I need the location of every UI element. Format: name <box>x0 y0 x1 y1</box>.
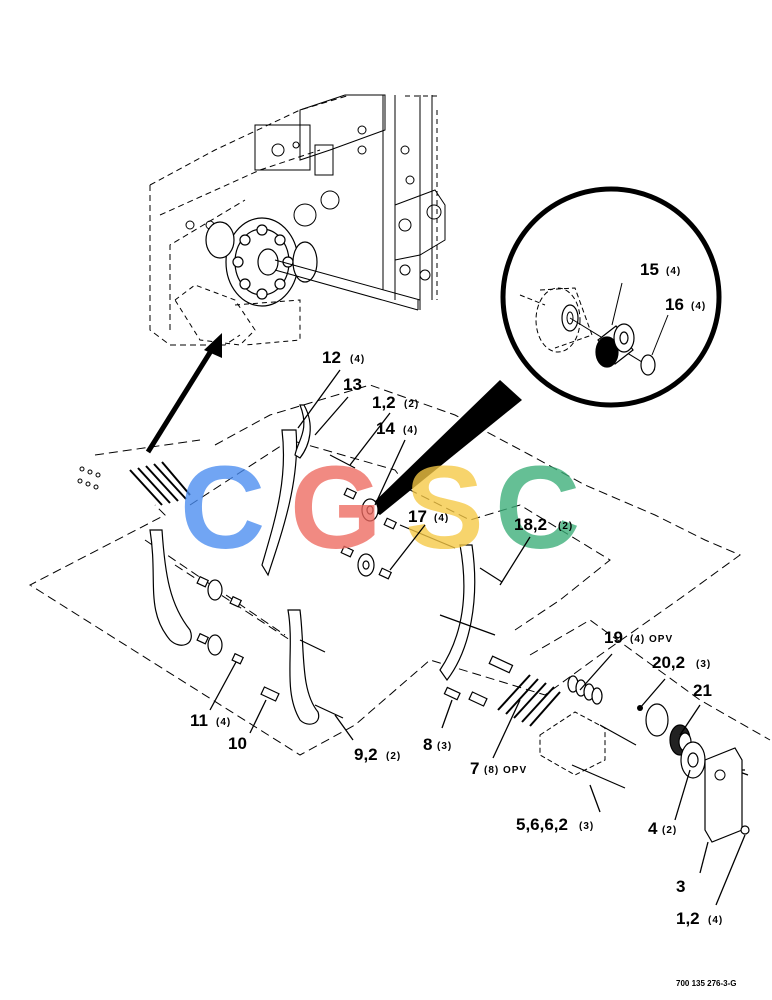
callout-7-number: 7 <box>470 759 479 778</box>
callout-20-2: 20,2 (3) <box>652 653 711 672</box>
callout-8-number: 8 <box>423 735 432 754</box>
callout-17-qty: (4) <box>434 513 449 524</box>
callout-12-qty: (4) <box>350 354 365 365</box>
figure-number: 700 135 276-3-G <box>676 979 737 988</box>
rollers-and-pins <box>77 454 750 843</box>
callout-11-number: 11 <box>190 711 208 730</box>
callout-1-2-top-qty: (2) <box>404 399 419 410</box>
watermark: C G S C <box>180 442 580 574</box>
callout-21-number: 21 <box>693 681 712 700</box>
callout-20-2-qty: (3) <box>696 659 711 670</box>
callout-15: 15 (4) <box>640 260 681 279</box>
callout-15-number: 15 <box>640 260 659 279</box>
callout-5-6-6-2-qty: (3) <box>579 821 594 832</box>
retaining-ring-part-16 <box>640 354 656 376</box>
callout-1-2-bottom: 1,2 (4) <box>676 909 723 928</box>
callout-14-qty: (4) <box>403 425 418 436</box>
callout-10: 10 <box>228 734 247 753</box>
callout-1-2-top-number: 1,2 <box>372 393 396 412</box>
callout-14-number: 14 <box>376 419 395 438</box>
callout-12-number: 12 <box>322 348 341 367</box>
lever-arms <box>149 404 476 725</box>
callout-3: 3 <box>676 877 685 896</box>
callout-16-number: 16 <box>665 295 684 314</box>
callout-11-qty: (4) <box>216 717 231 728</box>
watermark-letter-c2: C <box>495 442 580 574</box>
callout-20-2-number: 20,2 <box>652 653 685 672</box>
callout-17-number: 17 <box>408 507 427 526</box>
callout-12: 12 (4) <box>322 348 365 367</box>
callout-5-6-6-2-number: 5,6,6,2 <box>516 815 568 834</box>
detail-view-circle <box>368 186 722 515</box>
callout-1-2-top: 1,2 (2) <box>372 393 419 412</box>
explosion-outlines <box>28 384 771 756</box>
assembly-arrow <box>145 333 222 454</box>
bearing-part-15 <box>595 323 635 368</box>
callout-9-2-number: 9,2 <box>354 745 378 764</box>
callout-16: 16 (4) <box>665 295 706 314</box>
callout-13: 13 <box>343 375 362 394</box>
callout-4-qty: (2) <box>662 825 677 836</box>
callout-19: 19 (4) OPV <box>604 628 673 647</box>
watermark-letter-c1: C <box>180 442 265 574</box>
callout-19-number: 19 <box>604 628 623 647</box>
callout-9-2: 9,2 (2) <box>354 745 401 764</box>
callout-13-number: 13 <box>343 375 362 394</box>
callout-18-2-number: 18,2 <box>514 515 547 534</box>
watermark-letter-s: S <box>405 442 484 574</box>
callout-16-qty: (4) <box>691 301 706 312</box>
callout-9-2-qty: (2) <box>386 751 401 762</box>
callout-3-number: 3 <box>676 877 685 896</box>
callout-14: 14 (4) <box>376 419 418 438</box>
callout-4-number: 4 <box>648 819 658 838</box>
leader-lines <box>209 369 746 906</box>
callout-1-2-bottom-number: 1,2 <box>676 909 700 928</box>
callout-8-qty: (3) <box>437 741 452 752</box>
callout-1-2-bottom-qty: (4) <box>708 915 723 926</box>
callout-19-qty: (4) OPV <box>630 634 673 645</box>
callout-labels: 12 (4) 13 1,2 (2) 14 (4) 15 (4) 16 (4) 1… <box>190 260 723 928</box>
callout-10-number: 10 <box>228 734 247 753</box>
callout-17: 17 (4) <box>408 507 449 526</box>
callout-8: 8 (3) <box>423 735 452 754</box>
callout-7-qty: (8) OPV <box>484 765 527 776</box>
callout-21: 21 <box>693 681 712 700</box>
watermark-letter-g: G <box>290 442 382 574</box>
callout-18-2: 18,2 (2) <box>514 515 573 534</box>
callout-5-6-6-2: 5,6,6,2 (3) <box>516 815 594 834</box>
callout-15-qty: (4) <box>666 266 681 277</box>
callout-4: 4 (2) <box>648 819 677 838</box>
callout-7: 7 (8) OPV <box>470 759 527 778</box>
machine-frame-assembly <box>149 94 446 346</box>
callout-11: 11 (4) <box>190 711 231 730</box>
callout-18-2-qty: (2) <box>558 521 573 532</box>
